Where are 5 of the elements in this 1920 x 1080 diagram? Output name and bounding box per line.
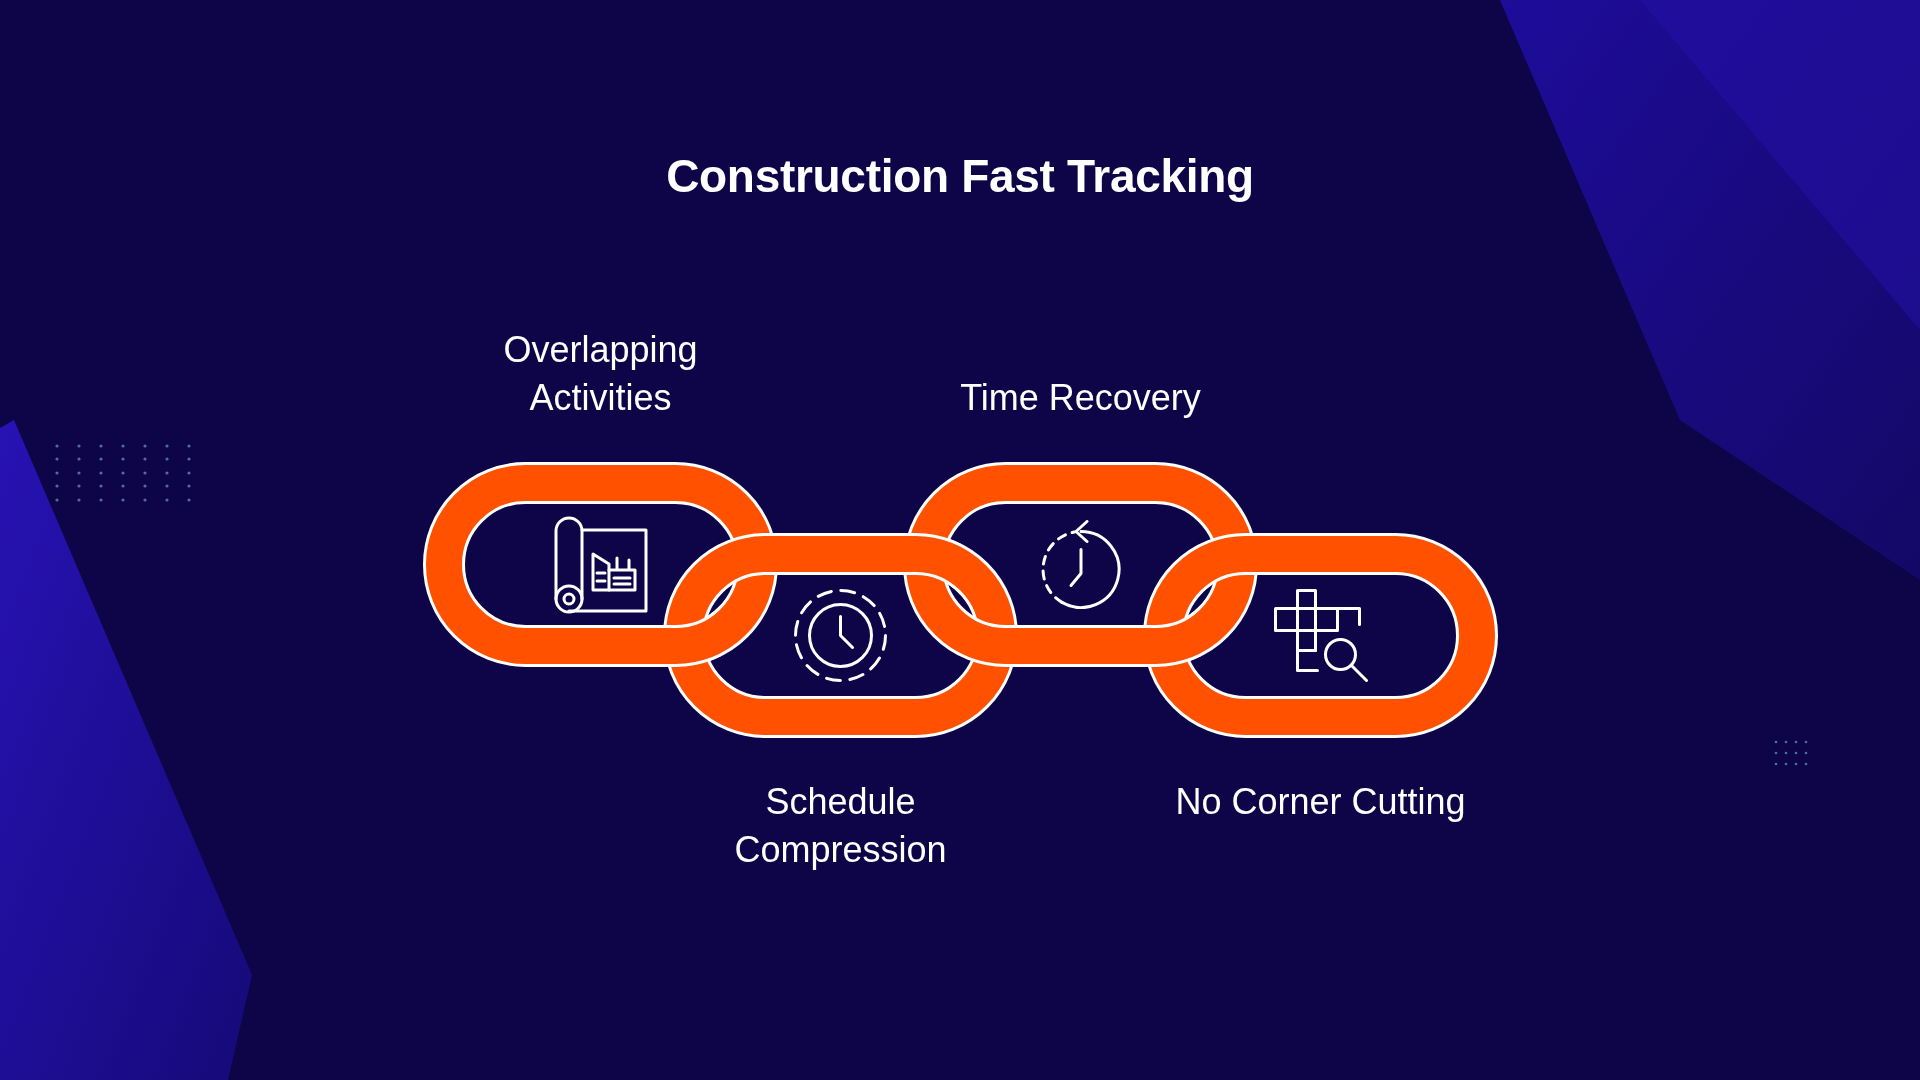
chain-link-label: No Corner Cutting (1175, 780, 1466, 824)
diagram-title: Construction Fast Tracking (666, 150, 1254, 203)
chain-link-label: Schedule Compression (733, 780, 948, 872)
chain-link-label: Time Recovery (960, 376, 1201, 420)
chain-link-label: Overlapping Activities (502, 328, 699, 420)
